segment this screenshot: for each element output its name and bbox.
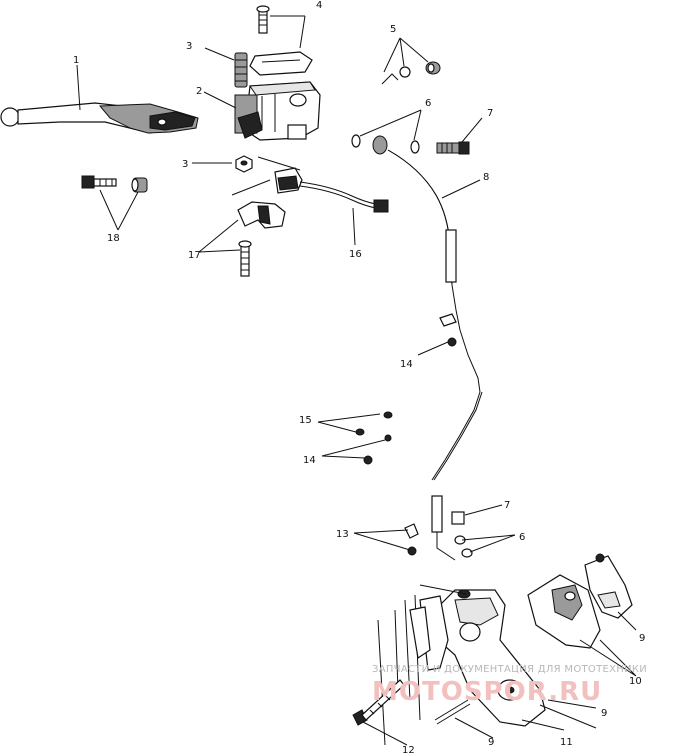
brake-caliper	[377, 589, 546, 746]
callout-4: 4	[316, 0, 322, 11]
brake-lever	[0, 102, 199, 134]
callout-10: 10	[629, 676, 642, 687]
master-cylinder	[234, 81, 321, 141]
retaining-pin	[434, 699, 471, 725]
banjo-fitting-upper	[351, 134, 470, 155]
callout-7-upper: 7	[487, 108, 493, 119]
caliper-bolt	[352, 679, 405, 726]
callout-9-pad: 9	[639, 633, 645, 644]
callout-7-lower: 7	[504, 500, 510, 511]
piston-boot	[234, 52, 248, 88]
reservoir-cover	[249, 5, 313, 76]
callout-3-boot: 3	[186, 41, 192, 52]
callout-9-pin: 9	[488, 737, 494, 748]
nut	[235, 155, 253, 173]
callout-labels: 1 2 3 3 4 5 6 6 7 7 8 9 9 9 10 11 12 13 …	[73, 0, 645, 756]
leader-lines	[76, 15, 637, 746]
callout-3-nut: 3	[182, 159, 188, 170]
callout-1: 1	[73, 55, 79, 66]
callout-13: 13	[336, 529, 349, 540]
callout-5: 5	[390, 24, 396, 35]
brake-hose	[387, 149, 483, 561]
callout-6-lower: 6	[519, 532, 525, 543]
pivot-bolt	[81, 175, 148, 193]
callout-6-upper: 6	[425, 98, 431, 109]
watermark: ЗАПЧАСТИ И ДОКУМЕНТАЦИЯ ДЛЯ МОТОТЕХНИКИ …	[372, 664, 647, 707]
brake-pads	[527, 553, 633, 649]
callout-2: 2	[196, 86, 202, 97]
bleeder-valve	[404, 523, 419, 556]
callout-14-lower: 14	[303, 455, 316, 466]
hose-clips	[355, 313, 457, 465]
retaining-clip	[381, 61, 441, 85]
brake-switch	[274, 167, 389, 213]
handlebar-clamp	[237, 201, 286, 277]
callout-8: 8	[483, 172, 489, 183]
callout-17: 17	[188, 250, 201, 261]
watermark-site: MOTOSPOR.RU	[372, 677, 602, 707]
watermark-tagline: ЗАПЧАСТИ И ДОКУМЕНТАЦИЯ ДЛЯ МОТОТЕХНИКИ	[372, 664, 647, 675]
callout-11: 11	[560, 737, 573, 748]
callout-15: 15	[299, 415, 312, 426]
callout-9-caliper: 9	[601, 708, 607, 719]
banjo-fitting-lower	[451, 511, 473, 558]
callout-12: 12	[402, 745, 415, 756]
callout-14-upper: 14	[400, 359, 413, 370]
callout-18: 18	[107, 233, 120, 244]
callout-16: 16	[349, 249, 362, 260]
